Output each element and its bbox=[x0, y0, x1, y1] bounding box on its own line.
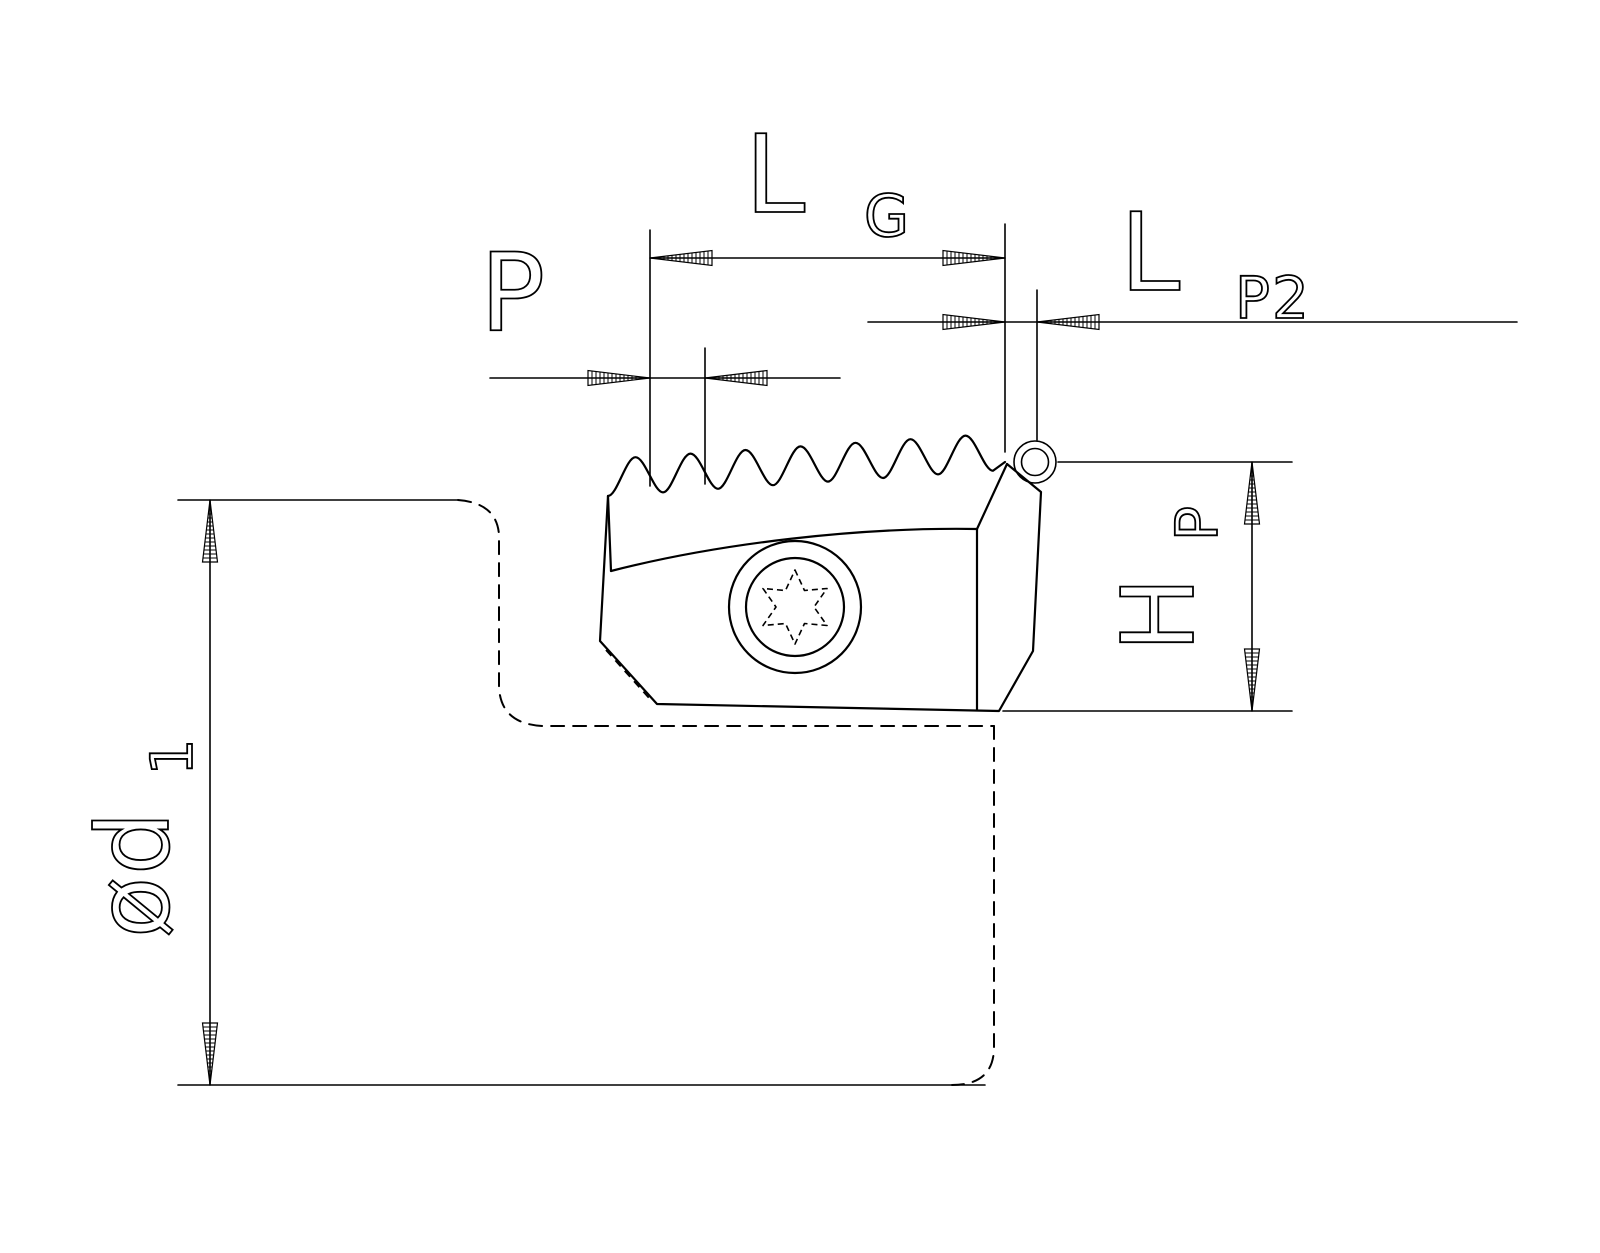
dimension-arrows bbox=[201, 249, 1261, 1086]
dimension-labels: L G P L P2 H P ød 1 bbox=[74, 112, 1311, 939]
label-d1: ød 1 bbox=[75, 737, 206, 938]
workpiece-hidden-outline bbox=[457, 499, 995, 1086]
label-hp: H P bbox=[1100, 504, 1231, 652]
torx-screw-hole bbox=[727, 539, 863, 675]
serrated-edge bbox=[606, 434, 1007, 498]
label-p: P bbox=[480, 231, 547, 356]
extension-lines bbox=[177, 223, 1293, 1086]
dimension-lines bbox=[209, 257, 1518, 1086]
label-lg: L G bbox=[745, 113, 911, 250]
torx-star bbox=[762, 569, 828, 645]
hidden-chamfer-edge bbox=[605, 649, 650, 699]
label-lp2: L P2 bbox=[1120, 191, 1311, 332]
insert-body-outline bbox=[598, 434, 1043, 713]
corner-pin-feature bbox=[1013, 440, 1057, 484]
